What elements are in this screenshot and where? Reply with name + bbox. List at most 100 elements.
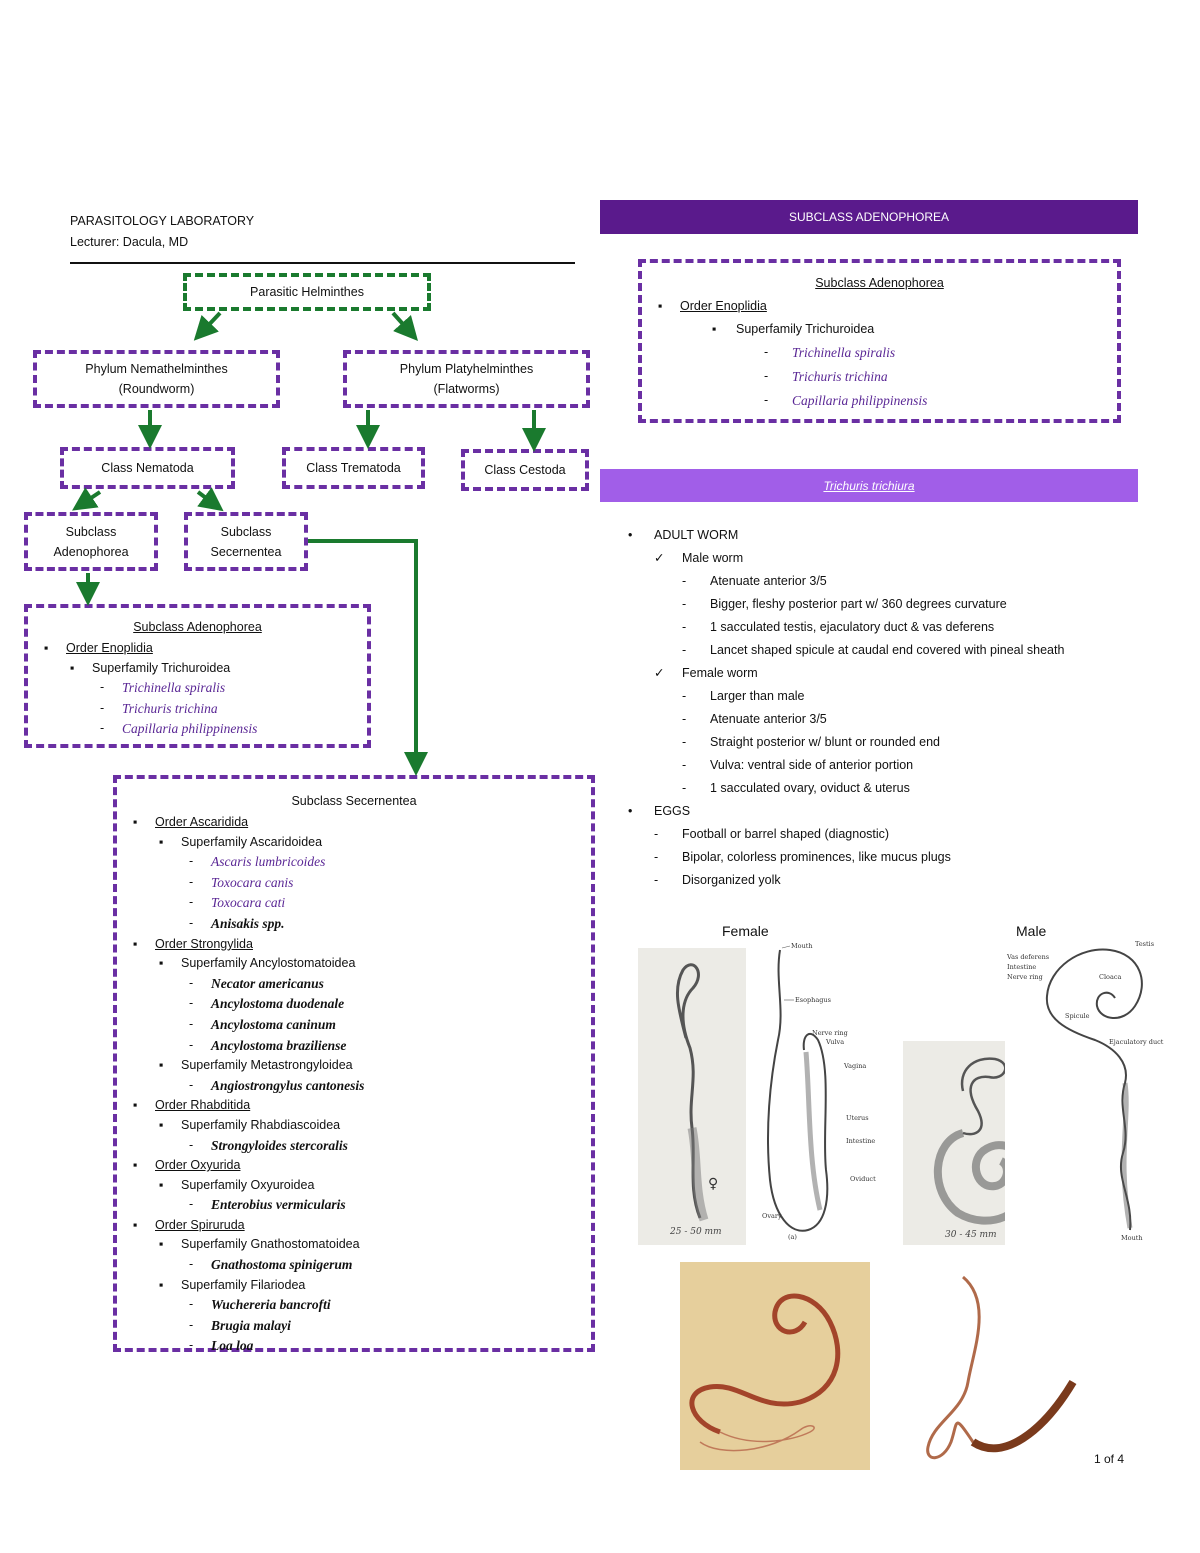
list-item: -Ancylostoma caninum [189,1016,336,1032]
list-item: ▪Superfamily Metastrongyloidea [159,1058,353,1073]
male-label: Male [1016,923,1047,939]
photo-caption: 30 - 45 mm [945,1230,997,1240]
note-item: ✓Female worm [654,666,758,680]
secernentea-box: Subclass Secernentea ▪Order Ascaridida ▪S… [113,775,595,1353]
trichuris-notes: •ADULT WORM ✓Male worm -Atenuate anterior … [626,524,1146,892]
note-item: -Bipolar, colorless prominences, like mu… [654,850,951,864]
list-item: -Anisakis spp. [189,915,285,931]
list-item: ▪Order Enoplidia [44,641,153,655]
node-parasitic-helminthes: Parasitic Helminthes [183,273,431,311]
svg-text:Vagina: Vagina [843,1062,866,1070]
lecturer: Lecturer: Dacula, MD [70,235,189,249]
note-item: •ADULT WORM [628,528,739,542]
note-item: -Atenuate anterior 3/5 [682,574,827,588]
svg-text:Intestine: Intestine [1007,963,1036,971]
svg-text:Mouth: Mouth [791,942,813,950]
list-item: ▪Superfamily Filariodea [159,1277,306,1292]
svg-text:Intestine: Intestine [846,1137,875,1145]
list-item: -Trichuris trichina [764,369,888,384]
list-item: ▪Order Ascaridida [133,815,249,829]
svg-text:Vulva: Vulva [825,1038,844,1046]
photo-caption: 25 - 50 mm [669,1227,722,1237]
list-item: -Trichuris trichina [100,700,218,716]
note-item: -Straight posterior w/ blunt or rounded … [682,735,940,749]
note-item: -Vulva: ventral side of anterior portion [682,758,914,772]
svg-text:Ovary: Ovary [762,1212,782,1220]
list-item: -Capillaria philippinensis [764,393,928,408]
arrow-nematoda-to-adeno [72,487,102,511]
svg-text:Ejaculatory duct: Ejaculatory duct [1109,1038,1164,1046]
box-title: Subclass Secernentea [291,794,417,808]
list-item: ▪Superfamily Gnathostomatoidea [159,1237,360,1252]
list-item: ▪Superfamily Ascaridoidea [159,834,323,849]
female-worm-sketch: ♀ 25 - 50 mm [638,948,746,1245]
list-item: -Trichinella spiralis [100,680,226,696]
arrow-root-to-platy [391,311,419,341]
tree-connectors [72,311,546,776]
list-item: -Enterobius vermicularis [189,1197,346,1213]
list-item: -Toxocara canis [189,874,294,890]
node-phylum-platyhelminthes: Phylum Platyhelminthes(Flatworms) [343,350,590,408]
list-item: ▪Order Spiruruda [133,1217,245,1232]
doc-title: PARASITOLOGY LABORATORY [70,214,255,228]
list-item: ▪Superfamily Trichuroidea [70,660,231,675]
list-item: ▪Superfamily Trichuroidea [712,322,875,336]
note-item: -Larger than male [682,689,805,703]
list-item: -Toxocara cati [189,895,286,911]
note-item: -Atenuate anterior 3/5 [682,712,827,726]
node-phylum-nemathelminthes: Phylum Nemathelminthes(Roundworm) [33,350,280,408]
section-band-adenophorea: SUBCLASS ADENOPHOREA [600,200,1138,234]
note-item: •EGGS [628,804,691,818]
note-item: ✓Male worm [654,551,744,565]
list-item: ▪Order Enoplidia [658,299,767,313]
list-item: -Strongyloides stercoralis [189,1137,348,1153]
female-label: Female [722,923,769,939]
page-number: 1 of 4 [1094,1452,1125,1466]
svg-text:Nerve ring: Nerve ring [1007,973,1043,981]
list-item: -Ancylostoma duodenale [189,996,345,1012]
list-item: ▪Order Rhabditida [133,1098,251,1113]
note-item: -Bigger, fleshy posterior part w/ 360 de… [682,597,1007,611]
list-item: ▪Order Strongylida [133,936,253,951]
list-item: -Trichinella spiralis [764,345,896,360]
list-item: -Brugia malayi [189,1317,291,1333]
arrow-nematoda-to-secer [196,487,224,512]
arrow-secer-to-box [308,539,428,776]
adenophorea-box-left: Subclass Adenophorea ▪Order Enoplidia ▪S… [24,604,371,748]
note-item: -Lancet shaped spicule at caudal end cov… [682,643,1065,657]
list-item: -Angiostrongylus cantonesis [189,1077,365,1093]
svg-text:Esophagus: Esophagus [795,996,831,1004]
note-item: -Football or barrel shaped (diagnostic) [654,827,890,841]
adenophorea-box-right: Subclass Adenophorea ▪Order Enoplidia ▪S… [638,259,1121,423]
arrow-root-to-nema [193,311,222,341]
node-class-nematoda: Class Nematoda [60,447,235,489]
list-item: ▪Superfamily Rhabdiascoidea [159,1117,341,1132]
male-worm-diagram: Testis Vas deferens Intestine Nerve ring… [1005,938,1175,1245]
svg-text:Nerve ring: Nerve ring [812,1029,848,1037]
list-item: -Gnathostoma spinigerum [189,1257,353,1273]
trichuris-photo-1 [680,1262,870,1470]
svg-text:Vas deferens: Vas deferens [1006,953,1049,961]
trichuris-photo-2 [903,1262,1086,1470]
list-item: -Ancylostoma braziliense [189,1037,347,1053]
list-item: ▪Order Oxyurida [133,1158,241,1173]
svg-text:Mouth: Mouth [1121,1234,1143,1242]
svg-text:Uterus: Uterus [846,1114,869,1122]
list-item: -Necator americanus [189,975,324,991]
section-band-trichuris: Trichuris trichiura [600,469,1138,502]
svg-text:Testis: Testis [1135,940,1154,948]
svg-text:(a): (a) [788,1233,797,1241]
box-title: Subclass Adenophorea [133,620,262,634]
note-item: -Disorganized yolk [654,873,781,887]
node-class-trematoda: Class Trematoda [282,447,425,489]
header-rule [70,262,575,264]
box-title: Subclass Adenophorea [815,276,944,290]
list-item: -Wuchereria bancrofti [189,1297,331,1313]
list-item: -Loa loa [189,1338,254,1354]
svg-text:Spicule: Spicule [1065,1012,1090,1020]
list-item: -Ascaris lumbricoides [189,854,326,870]
list-item: ▪Superfamily Oxyuroidea [159,1177,315,1192]
note-item: -1 sacculated ovary, oviduct & uterus [682,781,910,795]
